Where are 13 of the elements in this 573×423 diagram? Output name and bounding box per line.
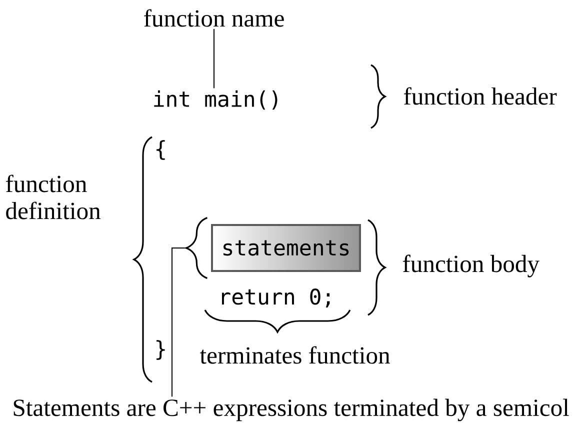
code-box: statements — [211, 224, 361, 272]
brace-label: function body — [402, 254, 540, 278]
note-text: Statements are C++ expressions terminated by a semicol — [14, 398, 569, 422]
brace-label: function definition — [6, 174, 100, 220]
leader-line — [172, 248, 186, 398]
code-line: int main() — [154, 90, 278, 110]
brace-label: function header — [404, 87, 557, 105]
callout-label: function name — [144, 9, 284, 27]
code-line: return 0; — [222, 288, 330, 308]
brace-label: terminates function — [200, 346, 390, 364]
code-line: { — [156, 140, 165, 160]
curly-brace — [185, 217, 208, 279]
code-line: } — [156, 340, 165, 360]
